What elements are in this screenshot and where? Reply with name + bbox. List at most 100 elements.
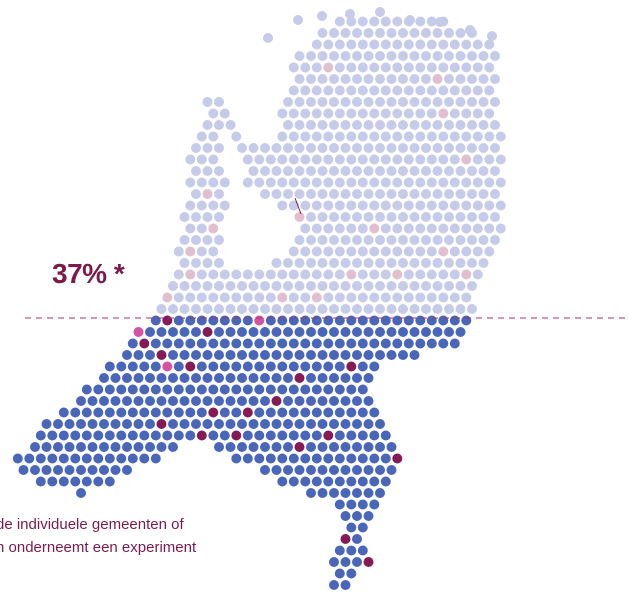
map-dot (99, 396, 109, 406)
map-dot (173, 430, 184, 441)
map-dot (329, 580, 339, 590)
map-dot (329, 235, 339, 245)
map-dot (346, 85, 357, 96)
map-dot (375, 166, 385, 176)
map-dot (93, 430, 104, 441)
map-dot (472, 108, 483, 119)
map-dot (81, 407, 92, 418)
map-dot (490, 51, 500, 61)
map-dot (306, 419, 316, 429)
map-dot (495, 223, 506, 234)
map-dot (432, 235, 443, 245)
map-dot (392, 131, 403, 142)
map-dot (185, 407, 196, 418)
map-dot (375, 120, 385, 130)
map-dot (346, 545, 357, 556)
map-dot (237, 373, 247, 383)
map-dot (254, 384, 265, 395)
map-dot (490, 189, 500, 199)
map-dot (306, 189, 316, 199)
map-dot (214, 189, 224, 199)
map-dot (438, 154, 449, 165)
map-dot (219, 361, 230, 372)
map-dot (294, 442, 305, 452)
map-dot (357, 177, 368, 188)
map-dot (110, 396, 121, 406)
map-dot (311, 200, 322, 211)
map-dot (455, 212, 466, 222)
map-dot (363, 350, 374, 360)
map-dot (334, 476, 345, 487)
map-dot (346, 338, 357, 349)
map-dot (346, 131, 357, 142)
map-dot (352, 488, 362, 498)
map-dot (415, 246, 426, 257)
map-dot (323, 453, 334, 464)
map-dot (409, 97, 420, 107)
map-dot (242, 384, 253, 395)
map-dot (398, 304, 408, 314)
map-dot (283, 166, 293, 176)
map-dot (208, 407, 219, 418)
map-dot (398, 189, 408, 199)
map-dot (283, 442, 293, 452)
map-dot (104, 476, 115, 487)
map-dot (41, 465, 52, 475)
map-dot (415, 62, 426, 73)
map-dot (403, 246, 414, 257)
map-dot (449, 246, 460, 257)
map-dot (329, 28, 339, 38)
map-dot (168, 327, 178, 337)
map-dot (323, 177, 334, 188)
map-dot (311, 269, 322, 280)
map-dot (254, 292, 265, 303)
map-dot (150, 315, 161, 326)
map-dot (478, 143, 489, 153)
map-dot (288, 407, 299, 418)
map-dot (352, 120, 362, 130)
map-dot (317, 28, 328, 38)
map-dot (311, 131, 322, 142)
map-dot (311, 62, 322, 73)
map-dot (380, 108, 391, 119)
map-dot (363, 166, 374, 176)
map-dot (421, 28, 431, 38)
map-dot (426, 269, 437, 280)
map-dot (409, 51, 420, 61)
map-dot (306, 396, 316, 406)
map-dot (386, 120, 397, 130)
map-dot (317, 442, 328, 452)
map-dot (352, 557, 362, 567)
map-dot (455, 189, 466, 199)
map-dot (277, 200, 288, 211)
map-dot (288, 177, 299, 188)
map-dot (346, 177, 357, 188)
caption: de individuele gemeenten of n onderneemt… (0, 513, 196, 559)
map-dot (386, 304, 397, 314)
map-dot (208, 246, 219, 257)
map-dot (334, 177, 345, 188)
map-dot (306, 488, 316, 498)
map-dot (288, 384, 299, 395)
map-dot (403, 39, 414, 50)
map-dot (461, 39, 472, 50)
map-dot (369, 430, 380, 441)
map-dot (306, 166, 316, 176)
map-dot (191, 212, 201, 222)
map-dot (375, 212, 385, 222)
map-dot (449, 131, 460, 142)
map-dot (392, 39, 403, 50)
map-dot (386, 51, 397, 61)
map-dot (225, 281, 236, 291)
map-dot (116, 361, 127, 372)
map-dot (300, 315, 311, 326)
map-dot (392, 62, 403, 73)
map-dot (415, 177, 426, 188)
map-dot (415, 200, 426, 211)
map-dot (208, 154, 219, 165)
map-dot (265, 407, 276, 418)
map-dot (271, 419, 282, 429)
map-dot (432, 166, 443, 176)
map-dot (202, 235, 213, 245)
map-dot (352, 350, 362, 360)
